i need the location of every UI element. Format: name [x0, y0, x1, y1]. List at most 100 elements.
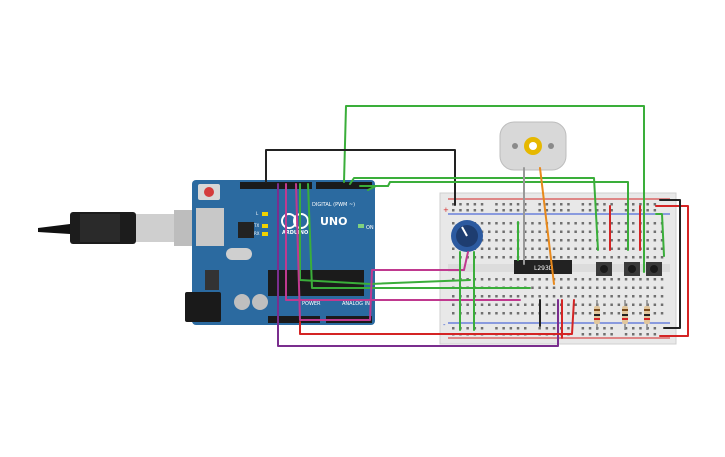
breadboard-hole: [610, 256, 613, 259]
breadboard-hole: [588, 278, 592, 281]
breadboard-hole: [567, 203, 570, 206]
breadboard-hole: [646, 333, 649, 336]
wire-black-right: [659, 199, 681, 329]
tx-label: TX: [253, 223, 259, 228]
usb-chip: [238, 222, 254, 238]
breadboard-hole: [610, 333, 613, 336]
breadboard-hole: [531, 312, 534, 315]
breadboard-hole: [639, 303, 642, 306]
breadboard-hole: [502, 222, 505, 225]
breadboard-hole: [653, 327, 657, 330]
breadboard-hole: [624, 327, 628, 330]
potentiometer[interactable]: [451, 220, 483, 252]
breadboard-hole: [596, 286, 599, 289]
breadboard-hole: [516, 295, 520, 298]
breadboard-hole: [624, 203, 628, 206]
breadboard-hole: [646, 239, 649, 242]
breadboard-hole: [516, 278, 520, 281]
breadboard-hole: [538, 209, 541, 212]
breadboard-hole: [488, 303, 491, 306]
breadboard-hole: [480, 278, 484, 281]
breadboard-hole: [610, 286, 613, 289]
breadboard-hole: [581, 222, 585, 225]
breadboard-hole: [502, 295, 505, 298]
breadboard-hole: [617, 286, 621, 289]
breadboard-hole: [610, 303, 613, 306]
breadboard-hole: [531, 239, 534, 242]
breadboard-hole: [552, 312, 556, 315]
breadboard-hole: [653, 203, 657, 206]
breadboard-hole: [560, 278, 563, 281]
wire-green-top: [343, 105, 645, 273]
push-button-3[interactable]: [646, 262, 662, 276]
breadboard-hole: [567, 209, 570, 212]
l-label: L: [256, 211, 259, 216]
breadboard-hole: [646, 222, 649, 225]
breadboard-hole: [495, 247, 498, 250]
breadboard-hole: [588, 286, 592, 289]
breadboard-hole: [545, 327, 549, 330]
breadboard-hole: [660, 239, 664, 242]
breadboard-hole: [509, 230, 513, 233]
breadboard-hole: [574, 303, 577, 306]
breadboard-hole: [632, 278, 635, 281]
breadboard-hole: [603, 327, 606, 330]
reset-button[interactable]: [204, 187, 214, 197]
breadboard-hole: [502, 278, 505, 281]
arduino-board[interactable]: DIGITAL (PWM ~) UNO ARDUINO POWER ANALOG…: [185, 180, 375, 325]
breadboard-hole: [509, 303, 513, 306]
breadboard-hole: [452, 256, 455, 259]
digital-header-1: [240, 182, 312, 189]
breadboard-hole: [603, 239, 606, 242]
push-button-1[interactable]: [596, 262, 612, 276]
breadboard-hole: [452, 312, 455, 315]
breadboard-hole: [653, 230, 657, 233]
breadboard-hole: [646, 247, 649, 250]
minus-label: -: [443, 321, 446, 329]
breadboard-hole: [603, 247, 606, 250]
wire-red-bottom: [299, 299, 575, 335]
breadboard-hole: [452, 222, 455, 225]
breadboard-hole: [610, 230, 613, 233]
breadboard-hole: [552, 286, 556, 289]
breadboard-hole: [552, 303, 556, 306]
digital-label: DIGITAL (PWM ~): [312, 202, 355, 208]
wire-green-6: [307, 183, 531, 289]
breadboard-hole: [639, 278, 642, 281]
breadboard-hole: [538, 222, 541, 225]
wire-green-right: [655, 213, 665, 257]
breadboard-hole: [524, 239, 527, 242]
breadboard-hole: [552, 222, 556, 225]
breadboard-hole: [639, 312, 642, 315]
breadboard-hole: [495, 222, 498, 225]
breadboard-hole: [560, 295, 563, 298]
push-button-2[interactable]: [624, 262, 640, 276]
breadboard-hole: [552, 209, 556, 212]
breadboard-hole: [531, 230, 534, 233]
rx-label: RX: [254, 231, 260, 236]
breadboard-hole: [610, 222, 613, 225]
power-label: POWER: [302, 301, 321, 307]
breadboard-hole: [617, 312, 621, 315]
breadboard-hole: [545, 256, 549, 259]
breadboard-hole: [574, 295, 577, 298]
motor-screw-left: [512, 143, 518, 149]
breadboard-hole: [603, 278, 606, 281]
breadboard-hole: [574, 278, 577, 281]
breadboard-hole: [603, 333, 606, 336]
breadboard-hole: [653, 222, 657, 225]
breadboard-hole: [581, 303, 585, 306]
breadboard-hole: [495, 303, 498, 306]
breadboard-hole: [660, 247, 664, 250]
breadboard-hole: [574, 286, 577, 289]
breadboard-hole: [567, 286, 570, 289]
breadboard-hole: [459, 203, 462, 206]
wire-magenta-2: [295, 183, 469, 321]
breadboard-hole: [646, 295, 649, 298]
breadboard-hole: [488, 239, 491, 242]
breadboard-hole: [639, 295, 642, 298]
breadboard-hole: [617, 256, 621, 259]
breadboard-hole: [646, 286, 649, 289]
breadboard-hole: [567, 239, 570, 242]
